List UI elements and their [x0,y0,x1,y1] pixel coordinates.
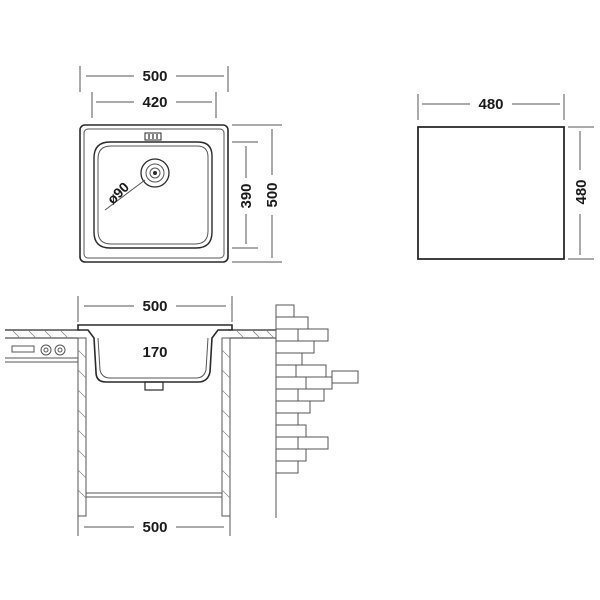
sink-section-profile [77,324,233,383]
knob-icon [54,344,66,356]
sink-bowl-outline [93,141,213,249]
cutout-outline [417,126,565,260]
rim-width-label: 500 [142,298,167,315]
countertop-hatch-right [228,329,276,339]
overall-depth-label: 500 [264,182,281,207]
stove-panel [5,344,78,363]
overflow-icon [144,132,162,141]
brick-wall [275,304,359,518]
sink-bowl-inner [97,145,209,245]
cutout-height-label: 480 [573,179,590,204]
countertop-hatch-left [5,329,80,339]
bowl-height-label: 170 [142,344,167,361]
cutout-width-label: 480 [478,96,503,113]
sink-outer-rim [79,124,229,263]
cutout-view: 480 480 [417,94,594,260]
drain-diameter-label: ø90 [104,179,133,208]
knob-icon [40,344,52,356]
top-view: ø90 500 420 390 500 [79,66,282,263]
bowl-depth-label: 390 [238,183,255,208]
drain-diameter-leader [104,179,146,211]
section-view: 170 500 [5,296,359,536]
overall-width-label: 500 [142,68,167,85]
drain-section-icon [144,381,164,391]
drain-icon [140,158,170,188]
cabinet-wall-left [77,337,87,517]
cabinet-width-label: 500 [142,519,167,536]
cabinet-wall-right [221,337,231,517]
bowl-width-label: 420 [142,94,167,111]
sink-rim-inner-edge [83,128,225,259]
